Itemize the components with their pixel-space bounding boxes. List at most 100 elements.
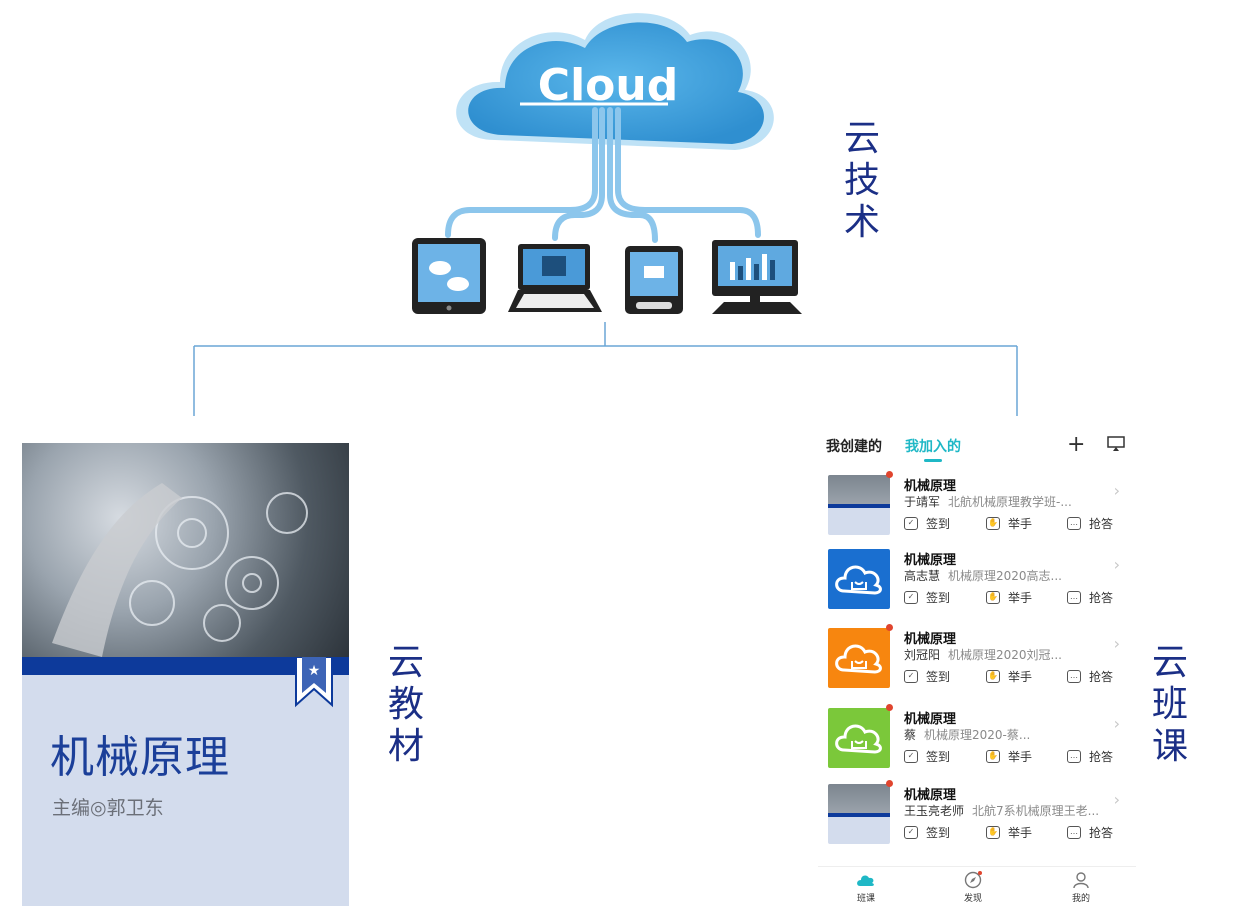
nav-mine-label: 我的 [1071, 894, 1090, 904]
cloud-icon [835, 565, 882, 595]
raise-hand-label: 举手 [1008, 826, 1033, 840]
class-cloud-icon [857, 875, 874, 886]
chevron-right-icon: › [1113, 555, 1120, 574]
answer-button[interactable]: …抢答 [1067, 589, 1113, 606]
raise-hand-button[interactable]: ✋ 举手 [986, 748, 1032, 765]
raise-hand-icon: ✋ [986, 750, 1000, 763]
cover-band [22, 657, 349, 675]
raise-hand-icon: ✋ [986, 670, 1000, 683]
answer-button[interactable]: … 抢答 [1067, 748, 1113, 765]
book-author: 主编◎郭卫东 [52, 797, 164, 819]
class-cloud-thumbnail [828, 549, 890, 609]
checkin-label: 签到 [926, 750, 951, 764]
chevron-right-icon: › [1113, 790, 1120, 809]
teacher-name: 蔡 [904, 728, 917, 742]
teacher-name: 于靖军 [904, 495, 941, 509]
checkin-icon: ✓ [904, 670, 918, 683]
unread-dot [886, 780, 893, 787]
class-cloud-thumbnail [828, 708, 890, 768]
cloud-textbook-caption: 云教材 [387, 642, 424, 767]
raise-hand-icon: ✋ [986, 826, 1000, 839]
gears-icon [52, 483, 308, 657]
checkin-button[interactable]: ✓ 签到 [904, 668, 950, 685]
raise-hand-button[interactable]: ✋举手 [986, 668, 1032, 685]
cloud-diagram: Cloud [412, 13, 802, 314]
user-icon [1073, 872, 1089, 889]
class-name: 机械原理 [904, 712, 957, 727]
book-cover-thumbnail [828, 475, 890, 535]
cloud-icon [835, 644, 882, 674]
teacher-name: 刘冠阳 [904, 648, 941, 662]
svg-text:★: ★ [308, 663, 321, 679]
raise-hand-button[interactable]: ✋举手 [986, 515, 1032, 532]
add-icon[interactable]: + [1067, 432, 1086, 457]
class-card[interactable]: 机械原理蔡机械原理2020-蔡...›✓签到✋举手…抢答 [824, 704, 1130, 774]
class-subtitle: 高志慧机械原理2020高志... [904, 567, 1062, 584]
answer-button[interactable]: … 抢答 [1067, 515, 1113, 532]
raise-hand-label: 举手 [1008, 517, 1033, 531]
answer-icon: … [1067, 591, 1081, 604]
class-card[interactable]: 机械原理刘冠阳机械原理2020刘冠...›✓签到✋举手…抢答 [824, 624, 1130, 694]
answer-label: 抢答 [1089, 517, 1114, 531]
cloud-tech-caption: 云技术 [843, 118, 880, 243]
class-card[interactable]: 机械原理王玉亮老师北航7系机械原理王老... › ✓ 签到 ✋ 举手 … 抢答 [824, 780, 1130, 850]
class-name: 机械原理 [904, 788, 957, 803]
tab-created[interactable]: 我创建的 [826, 439, 882, 455]
nav-discover[interactable]: 发现 [943, 871, 1003, 904]
checkin-icon: ✓ [904, 750, 918, 763]
class-subtitle: 于靖军北航机械原理教学班-... [904, 493, 1072, 510]
checkin-icon: ✓ [904, 517, 918, 530]
checkin-button[interactable]: ✓ 签到 [904, 824, 950, 841]
class-description: 机械原理2020高志... [948, 569, 1062, 583]
checkin-label: 签到 [926, 826, 951, 840]
chevron-right-icon: › [1113, 634, 1120, 653]
bookmark-star-icon: ★ [295, 657, 333, 708]
chevron-right-icon: › [1113, 481, 1120, 500]
raise-hand-icon: ✋ [986, 591, 1000, 604]
gears-photo [22, 443, 349, 657]
compass-icon [964, 871, 982, 889]
answer-button[interactable]: … 抢答 [1067, 668, 1113, 685]
checkin-icon: ✓ [904, 826, 918, 839]
desktop-device [712, 240, 802, 314]
class-cloud-thumbnail [828, 628, 890, 688]
class-description: 北航机械原理教学班-... [948, 495, 1072, 509]
raise-hand-button[interactable]: ✋ 举手 [986, 824, 1032, 841]
checkin-icon: ✓ [904, 591, 918, 604]
unread-dot [886, 704, 893, 711]
raise-hand-button[interactable]: ✋举手 [986, 589, 1032, 606]
textbook-cover: ★ 机械原理 主编◎郭卫东 [22, 443, 349, 906]
teacher-name: 王玉亮老师 [904, 804, 965, 818]
book-cover-thumbnail [828, 784, 890, 844]
answer-button[interactable]: … 抢答 [1067, 824, 1113, 841]
class-app-screen: 我创建的 我加入的 + 机械原理 于靖军北航机械原理教学班-... › ✓ 签到 ✋ 举手 …… [818, 426, 1136, 906]
answer-icon: … [1067, 517, 1081, 530]
answer-icon: … [1067, 750, 1081, 763]
checkin-label: 签到 [926, 591, 951, 605]
screen-cast-icon[interactable] [1107, 436, 1125, 452]
checkin-button[interactable]: ✓ 签到 [904, 748, 950, 765]
checkin-label: 签到 [926, 517, 951, 531]
class-description: 北航7系机械原理王老... [972, 804, 1100, 818]
unread-dot [886, 624, 893, 631]
class-card[interactable]: 机械原理高志慧机械原理2020高志...›✓签到✋举手…抢答 [824, 545, 1130, 615]
checkin-label: 签到 [926, 670, 951, 684]
answer-icon: … [1067, 670, 1081, 683]
checkin-button[interactable]: ✓ 签到 [904, 589, 950, 606]
unread-dot [886, 471, 893, 478]
answer-label: 抢答 [1089, 670, 1114, 684]
nav-mine[interactable]: 我的 [1051, 871, 1111, 904]
class-description: 机械原理2020-蔡... [924, 728, 1031, 742]
nav-class[interactable]: 班课 [836, 871, 896, 904]
cloud-shape [456, 13, 774, 151]
nav-class-label: 班课 [856, 894, 875, 904]
raise-hand-label: 举手 [1008, 750, 1033, 764]
top-tab-bar: 我创建的 我加入的 + [818, 426, 1136, 462]
answer-label: 抢答 [1089, 750, 1114, 764]
book-title: 机械原理 [50, 732, 230, 783]
checkin-button[interactable]: ✓ 签到 [904, 515, 950, 532]
tab-joined[interactable]: 我加入的 [905, 439, 961, 455]
class-card[interactable]: 机械原理于靖军北航机械原理教学班-...›✓签到✋举手…抢答 [824, 471, 1130, 541]
answer-icon: … [1067, 826, 1081, 839]
answer-label: 抢答 [1089, 826, 1114, 840]
